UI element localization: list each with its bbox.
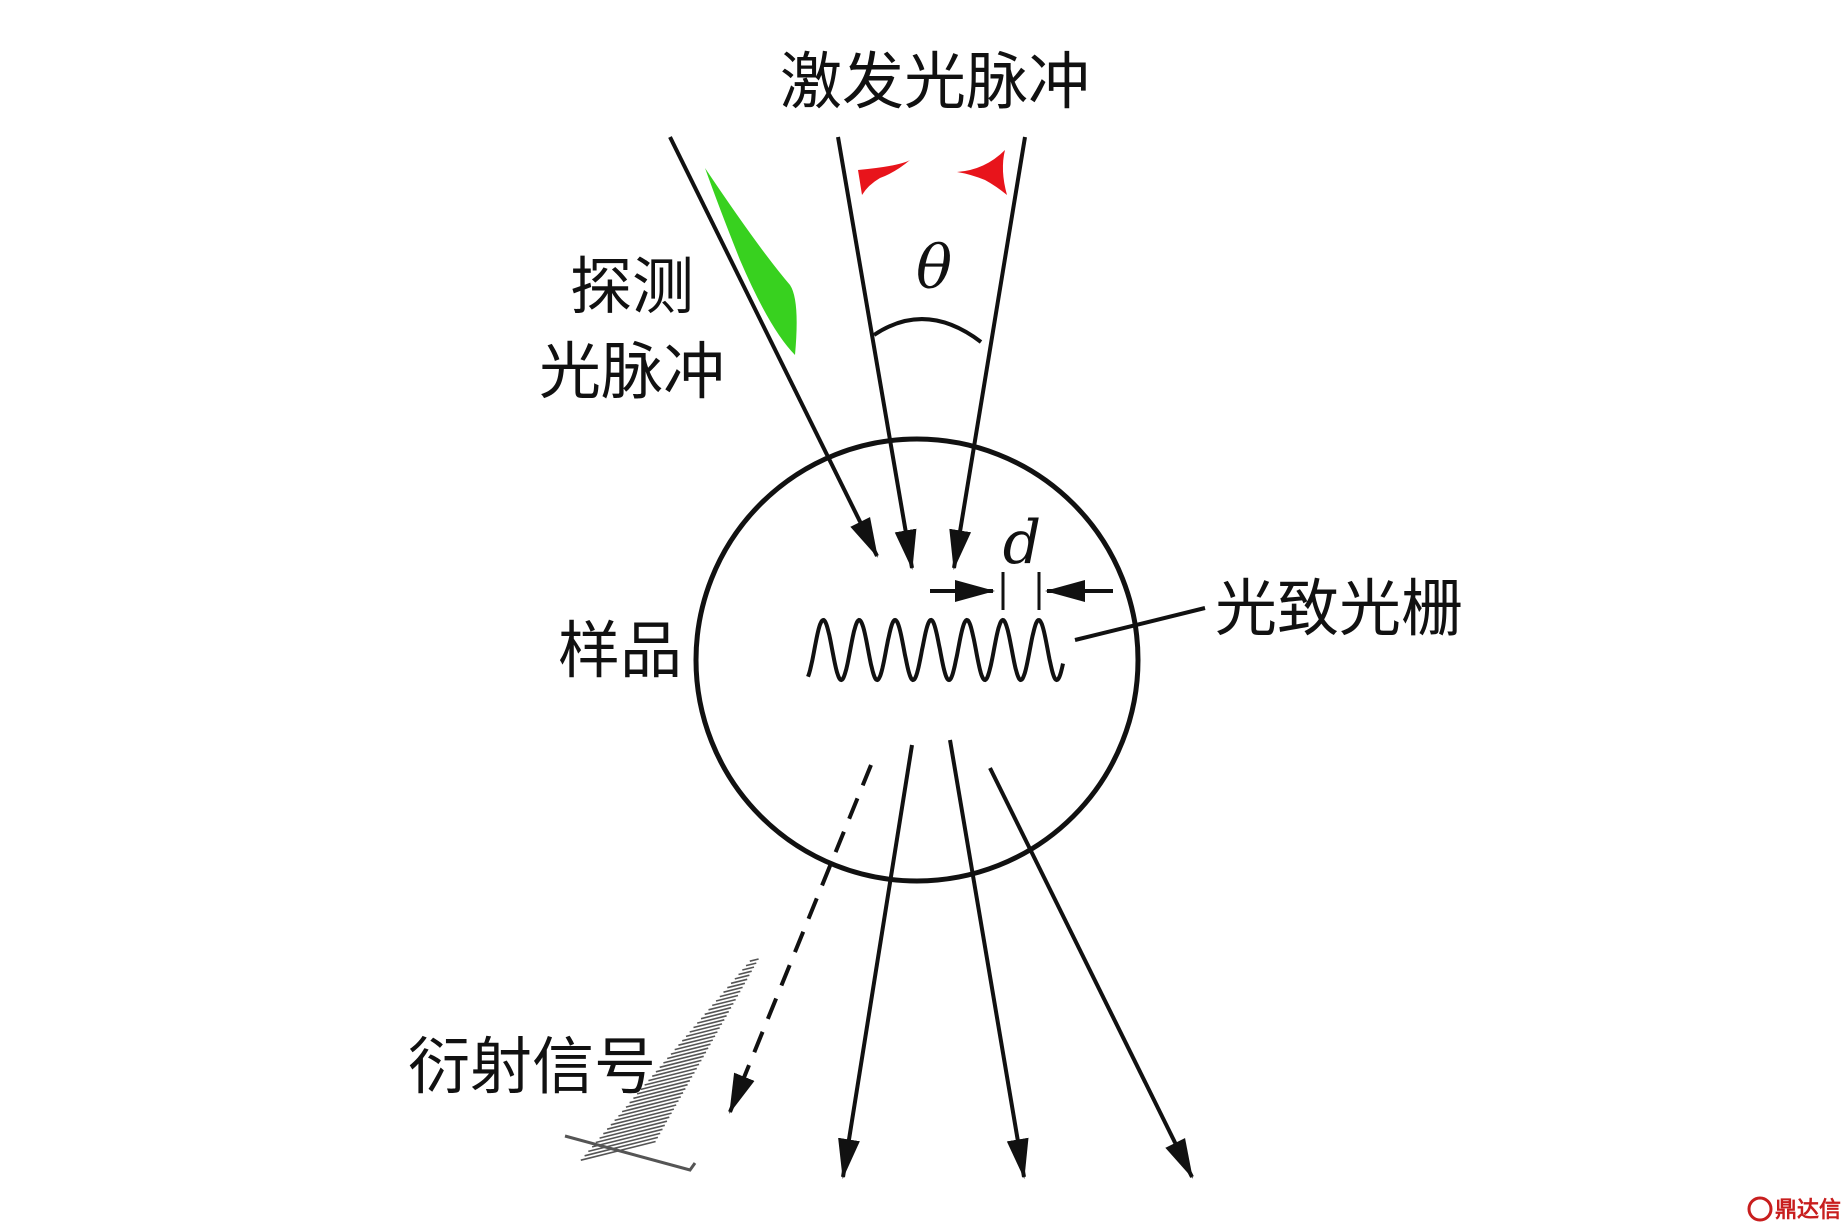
excitation-beam-right	[949, 136, 1027, 570]
signal-trace	[712, 998, 736, 1007]
signal-trace	[697, 1015, 727, 1024]
signal-trace	[715, 994, 739, 1002]
signal-trace	[652, 1063, 700, 1077]
signal-trace	[591, 1128, 663, 1148]
signal-trace	[685, 1027, 720, 1038]
signal-trace	[610, 1108, 675, 1126]
signal-trace	[693, 1019, 725, 1029]
signal-trace	[644, 1071, 695, 1086]
probe-pulse-label-line2: 光脉冲	[539, 335, 725, 408]
sample-label: 样品	[558, 614, 682, 687]
signal-trace	[719, 990, 741, 998]
signal-trace	[659, 1055, 704, 1069]
signal-trace	[708, 1002, 734, 1011]
watermark: 鼎达信	[1747, 1196, 1841, 1223]
excitation-beam-left	[836, 136, 917, 570]
signal-trace	[749, 958, 759, 962]
diffraction-signal-waveform	[564, 958, 759, 1172]
probe-pulse-icon	[705, 168, 797, 355]
signal-trace	[618, 1100, 679, 1117]
signal-trace	[621, 1096, 681, 1113]
watermark-text: 鼎达信	[1775, 1197, 1841, 1223]
signal-trace	[745, 962, 757, 967]
signal-trace	[588, 1132, 661, 1153]
signal-trace	[640, 1075, 693, 1091]
diffraction-signal-label: 衍射信号	[408, 1030, 656, 1103]
signal-trace	[629, 1088, 686, 1104]
signal-trace	[663, 1051, 707, 1064]
excitation-pulse-left-icon	[858, 160, 910, 195]
watermark-logo-icon	[1747, 1196, 1773, 1222]
signal-trace	[730, 978, 748, 985]
signal-trace	[625, 1092, 684, 1108]
signal-trace	[704, 1006, 732, 1016]
signal-trace	[682, 1031, 718, 1042]
signal-trace	[700, 1010, 729, 1020]
signal-trace	[689, 1023, 723, 1033]
angle-arc	[872, 317, 983, 344]
signal-trace	[678, 1035, 716, 1046]
grating-label: 光致光栅	[1215, 572, 1463, 645]
outgoing-beam-1	[838, 744, 914, 1179]
signal-trace	[603, 1116, 670, 1135]
grating-leader-line	[1074, 606, 1206, 642]
signal-trace	[614, 1104, 677, 1122]
signal-trace	[670, 1043, 711, 1055]
excitation-pulse-label: 激发光脉冲	[780, 45, 1090, 118]
signal-baseline	[564, 1134, 697, 1172]
diffraction-beam	[728, 764, 873, 1114]
signal-trace	[633, 1083, 688, 1100]
signal-trace	[667, 1047, 709, 1060]
outgoing-beam-3	[988, 767, 1194, 1179]
signal-trace	[734, 974, 750, 980]
signal-trace	[674, 1039, 713, 1051]
probe-beam	[668, 136, 879, 558]
signal-trace	[599, 1120, 668, 1139]
signal-trace	[606, 1112, 672, 1130]
probe-pulse-label-line1: 探测	[570, 250, 694, 323]
signal-trace	[727, 982, 746, 989]
signal-trace	[584, 1136, 659, 1157]
sample-circle	[693, 436, 1141, 884]
signal-trace	[723, 986, 743, 993]
angle-symbol: θ	[916, 233, 952, 303]
excitation-pulse-right-icon	[957, 150, 1007, 195]
grating-wave	[806, 617, 1065, 683]
signal-trace	[655, 1059, 702, 1073]
signal-trace	[738, 970, 752, 976]
signal-trace	[648, 1067, 697, 1082]
signal-trace	[636, 1079, 691, 1095]
spacing-symbol: d	[1003, 508, 1041, 578]
signal-trace	[742, 966, 755, 971]
signal-trace	[595, 1124, 665, 1144]
outgoing-beam-2	[948, 739, 1029, 1179]
